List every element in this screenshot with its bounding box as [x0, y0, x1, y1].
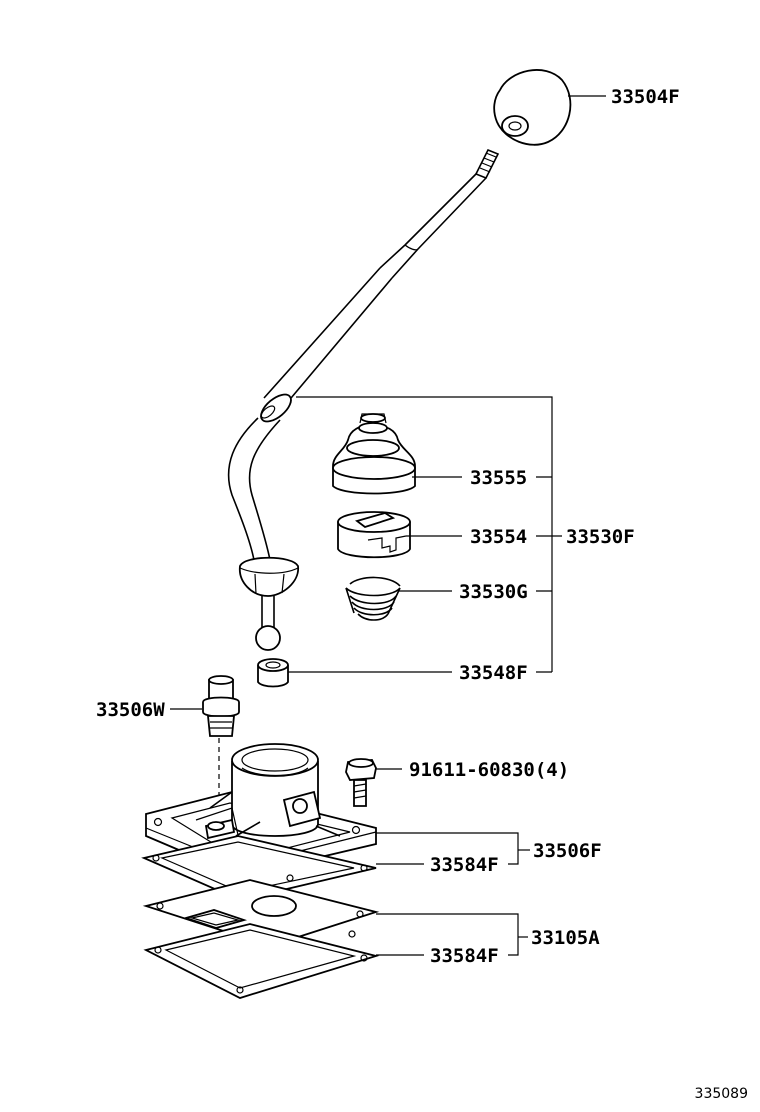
label-pin: 33506W — [96, 699, 165, 721]
label-gasket-lower: 33584F — [430, 945, 499, 967]
leader-lines — [170, 95, 606, 956]
pin-part — [202, 675, 240, 737]
label-cover-assy: 33105A — [531, 927, 600, 949]
boot-part — [332, 413, 416, 495]
label-gasket-upper: 33584F — [430, 854, 499, 876]
label-boot: 33555 — [470, 467, 527, 489]
label-retainer-assy: 33506F — [533, 840, 602, 862]
shift-knob — [493, 69, 572, 146]
seat-part — [337, 511, 411, 559]
bushing-part — [257, 658, 289, 688]
label-bushing: 33548F — [459, 662, 528, 684]
bolt-part — [345, 758, 377, 807]
figure-id: 335089 — [695, 1086, 748, 1102]
label-lever-sub-assy: 33530F — [566, 526, 635, 548]
label-bolt: 91611-60830(4) — [409, 759, 569, 781]
label-spring: 33530G — [459, 581, 528, 603]
label-knob: 33504F — [611, 86, 680, 108]
gasket-lower-part — [143, 923, 380, 999]
lever-rod — [227, 148, 500, 651]
spring-part — [345, 576, 401, 621]
label-seat: 33554 — [470, 526, 527, 548]
